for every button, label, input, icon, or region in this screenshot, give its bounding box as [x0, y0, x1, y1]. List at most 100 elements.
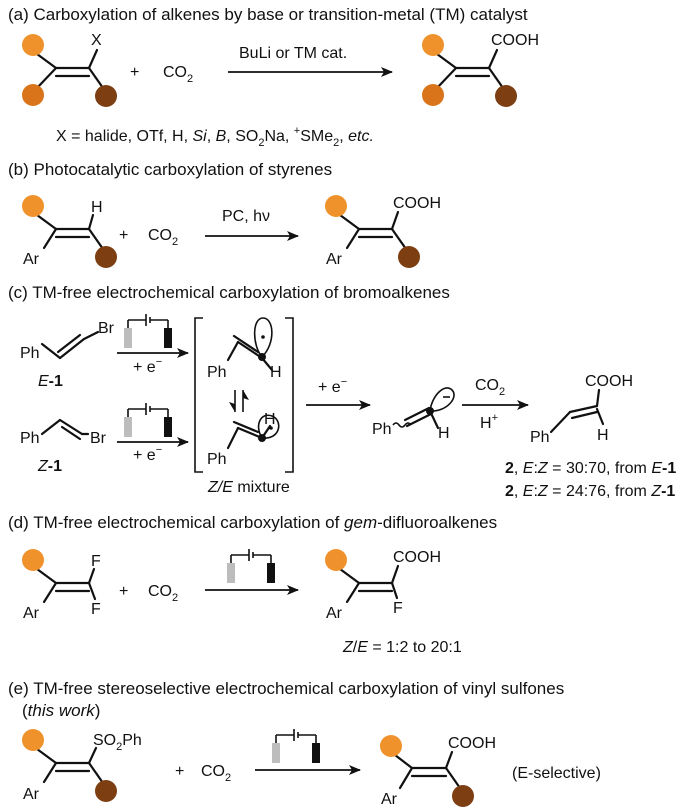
substituent-brown — [495, 85, 517, 107]
substituent-orange — [22, 729, 44, 751]
panel-b-header: (b) Photocatalytic carboxylation of styr… — [8, 160, 332, 179]
selectivity-label: (E-selective) — [512, 765, 601, 782]
substituent-orange — [22, 195, 44, 217]
z-bromostyrene: Ph Br Z-1 — [20, 418, 107, 475]
panel-c-header: (c) TM-free electrochemical carboxylatio… — [8, 283, 450, 302]
plus-sign: + — [130, 64, 139, 81]
br-label: Br — [90, 430, 107, 447]
ar-label: Ar — [23, 605, 40, 622]
mixture-label: Z/E mixture — [207, 479, 290, 496]
electron-label: + e− — [318, 376, 347, 396]
left-bracket — [194, 317, 203, 473]
plus-sign: + — [119, 227, 128, 244]
panel-d-header: (d) TM-free electrochemical carboxylatio… — [8, 513, 497, 532]
substituent-orange — [22, 34, 44, 56]
reagent-label: PC, hν — [222, 208, 270, 225]
substituent-orange — [325, 549, 347, 571]
substituent-brown — [398, 246, 420, 268]
panel-e: (e) TM-free stereoselective electrochemi… — [8, 679, 601, 808]
cooh-label: COOH — [448, 735, 496, 752]
result-line-2: 2, E:Z = 24:76, from Z-1 — [505, 483, 675, 500]
electron-label: + e− — [133, 356, 162, 376]
ar-label: Ar — [23, 786, 40, 803]
h-label: H — [270, 364, 282, 381]
p-orbital-icon — [253, 317, 273, 359]
h-label: H — [438, 425, 450, 442]
wavy-bond — [392, 422, 412, 428]
compound-z1-label: Z-1 — [37, 458, 62, 475]
h-label: H — [264, 411, 276, 428]
co2-label: CO2 — [475, 377, 505, 398]
co2-label: CO2 — [201, 763, 231, 784]
equilibrium-arrows-icon — [229, 390, 249, 412]
substituent-orange — [422, 34, 444, 56]
cooh-label: COOH — [585, 373, 633, 390]
h-label: H — [91, 199, 103, 216]
h-label: H — [597, 427, 609, 444]
br-label: Br — [98, 320, 115, 337]
cinnamic-acid-product: COOH Ph H — [530, 373, 633, 446]
e-acrylic-acid-product: COOH Ar — [380, 735, 496, 808]
p-orbital-icon — [429, 387, 455, 412]
substituent-orange — [325, 195, 347, 217]
ratio-label: Z/E = 1:2 to 20:1 — [342, 639, 462, 656]
x-definition: X = halide, OTf, H, Si, B, SO2Na, +SMe2,… — [56, 125, 374, 149]
alkene-reactant-a: X — [22, 32, 117, 107]
cooh-label: COOH — [393, 549, 441, 566]
ph-label: Ph — [207, 364, 227, 381]
substituent-brown — [95, 85, 117, 107]
plus-sign: + — [175, 763, 184, 780]
substituent-dark-orange — [422, 84, 444, 106]
battery-icon — [227, 549, 275, 583]
so2ph-label: SO2Ph — [93, 732, 142, 753]
battery-icon — [124, 314, 172, 348]
compound-e1-label: E-1 — [38, 373, 63, 390]
substituent-brown — [452, 785, 474, 807]
panel-c: (c) TM-free electrochemical carboxylatio… — [8, 283, 676, 500]
co2-label: CO2 — [148, 583, 178, 604]
f-label: F — [91, 601, 101, 618]
f-label: F — [91, 553, 101, 570]
result-line-1: 2, E:Z = 30:70, from E-1 — [505, 460, 676, 477]
styrene-reactant: H Ar — [22, 195, 117, 268]
right-bracket — [285, 317, 294, 473]
vinyl-radical-1: Ph H — [207, 317, 282, 381]
battery-icon — [124, 403, 172, 437]
ph-label: Ph — [20, 430, 40, 447]
ar-label: Ar — [23, 251, 40, 268]
proton-label: H+ — [480, 412, 498, 432]
substituent-brown — [95, 246, 117, 268]
panel-a: (a) Carboxylation of alkenes by base or … — [8, 5, 539, 149]
panel-e-header: (e) TM-free stereoselective electrochemi… — [8, 679, 564, 698]
cooh-label: COOH — [393, 195, 441, 212]
substituent-brown — [95, 780, 117, 802]
vinyl-radical-2: H Ph — [207, 411, 280, 468]
reagent-label: BuLi or TM cat. — [239, 45, 347, 62]
p-orbital-icon — [257, 414, 280, 439]
panel-a-header: (a) Carboxylation of alkenes by base or … — [8, 5, 528, 24]
ph-label: Ph — [372, 421, 392, 438]
ar-label: Ar — [381, 791, 398, 808]
vinyl-anion: Ph H — [372, 387, 455, 442]
cooh-label: COOH — [491, 32, 539, 49]
co2-label: CO2 — [163, 64, 193, 85]
substituent-orange — [380, 735, 402, 757]
ar-label: Ar — [326, 605, 343, 622]
acid-product-b: COOH Ar — [325, 195, 441, 268]
ph-label: Ph — [530, 429, 550, 446]
battery-icon — [272, 729, 320, 763]
fluoroacrylic-acid-product: COOH Ar F — [325, 549, 441, 622]
this-work-label: (this work) — [22, 701, 100, 720]
vinyl-sulfone-reactant: SO2Ph Ar — [22, 729, 142, 803]
ph-label: Ph — [207, 451, 227, 468]
substituent-orange — [22, 549, 44, 571]
electron-label: + e− — [133, 444, 162, 464]
panel-b: (b) Photocatalytic carboxylation of styr… — [8, 160, 441, 268]
plus-sign: + — [119, 583, 128, 600]
leaving-group-x: X — [91, 32, 102, 49]
panel-d: (d) TM-free electrochemical carboxylatio… — [8, 513, 497, 656]
ph-label: Ph — [20, 345, 40, 362]
e-bromostyrene: Br Ph E-1 — [20, 320, 115, 390]
difluoroalkene-reactant: F F Ar — [22, 549, 101, 622]
